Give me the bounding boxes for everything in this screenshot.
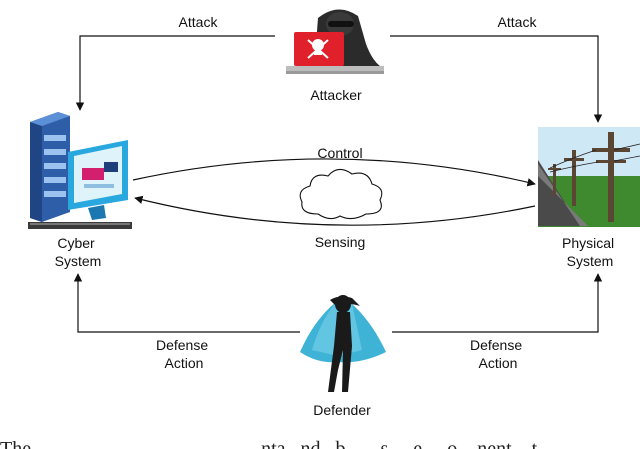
attack-arrow-right — [390, 35, 603, 123]
attack-label-right: Attack — [498, 14, 538, 30]
sensing-arrow — [134, 195, 536, 226]
defense-label-left: Defense Action — [156, 337, 212, 371]
control-label: Control — [317, 145, 362, 161]
attacker-label: Attacker — [310, 87, 362, 103]
defender-icon — [300, 295, 386, 392]
sensing-label: Sensing — [315, 234, 366, 250]
defense-arrow-right — [392, 273, 603, 333]
control-arrow — [132, 158, 536, 187]
defender-label: Defender — [313, 402, 371, 418]
attack-label-left: Attack — [179, 14, 219, 30]
defense-label-right: Defense Action — [470, 337, 526, 371]
physical-system-label: Physical System — [562, 235, 618, 269]
cloud-icon — [299, 168, 383, 220]
attack-arrow-left — [75, 35, 275, 111]
cyber-system-icon — [28, 112, 132, 229]
cyber-system-label: Cyber System — [55, 235, 102, 269]
cropped-caption-text: The nta nd b s e o nent t — [0, 438, 538, 449]
physical-system-icon — [538, 127, 640, 227]
defense-arrow-left — [73, 273, 300, 333]
attacker-icon — [286, 9, 384, 74]
